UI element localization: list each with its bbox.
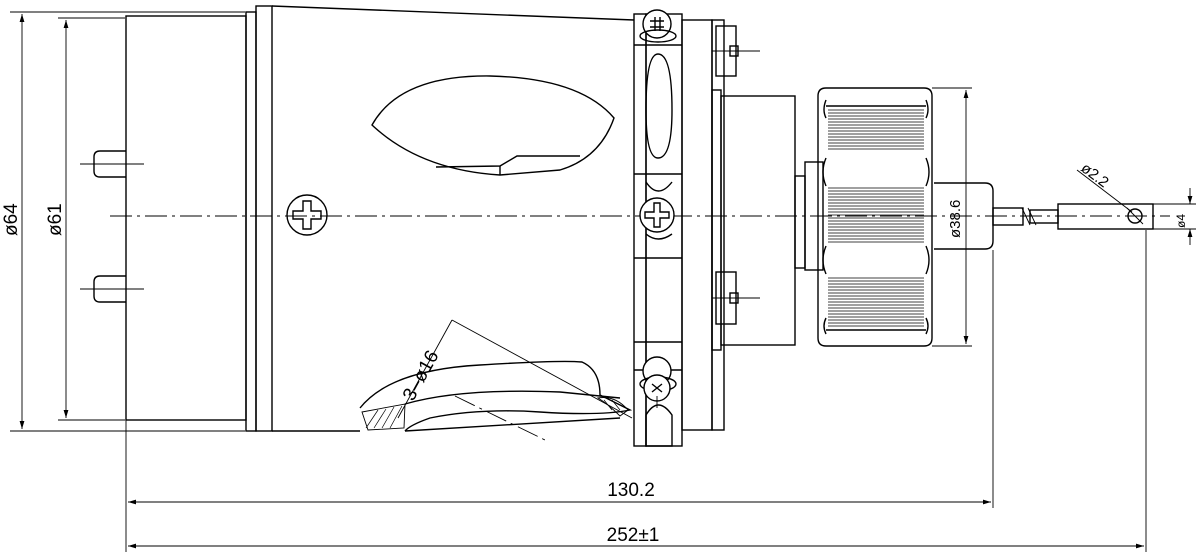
length-dimensions [125, 230, 1147, 552]
dim-knob-diameter: ø38.6 [947, 200, 964, 238]
dim-shaft-diameter: ø4 [1174, 214, 1188, 228]
hole-leader [1076, 169, 1133, 213]
flange-ring [633, 9, 683, 447]
rear-cap [80, 5, 273, 432]
side-screw [286, 194, 328, 236]
dim-total-length: 252±1 [607, 525, 660, 546]
knurled-knob [817, 87, 933, 347]
dim-short-length: 130.2 [607, 480, 655, 501]
dim-inner-diameter: ø61 [45, 203, 66, 236]
shaft [934, 182, 1154, 250]
dim-hole-diameter: ø2.2 [1078, 160, 1112, 192]
neck [794, 161, 824, 271]
adapter-body [681, 19, 796, 431]
dim-holes: 3–ø16 [399, 347, 443, 404]
main-body [271, 5, 635, 441]
dim-outer-diameter: ø64 [1, 203, 22, 236]
left-diameter-dimensions [10, 11, 245, 432]
knurl-lines [828, 109, 924, 327]
